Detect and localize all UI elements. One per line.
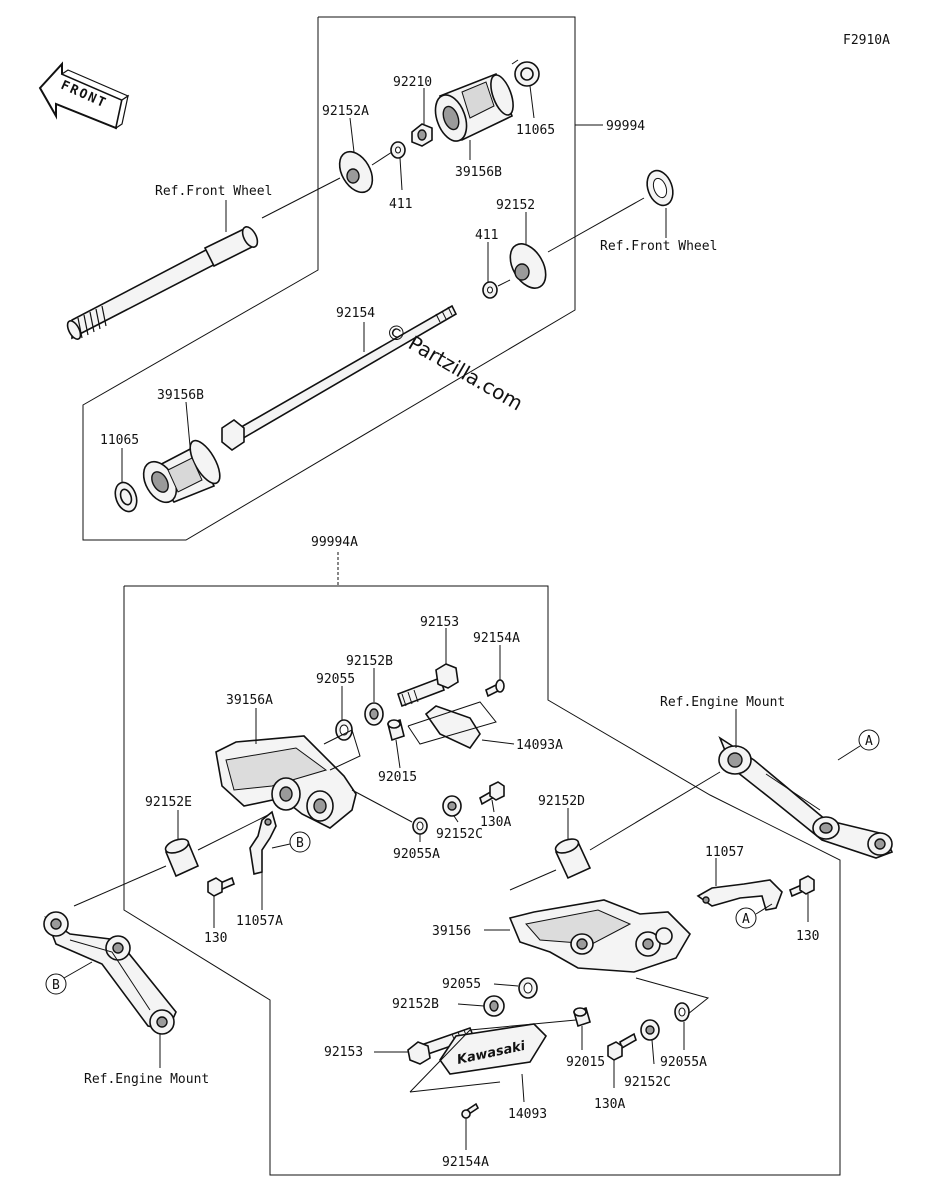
spacer-92015-low: [573, 1006, 591, 1028]
kit-99994-frame: [82, 16, 576, 541]
label-11065-low: 11065: [100, 433, 139, 448]
label-11057A: 11057A: [236, 914, 283, 929]
collar-92152A: [338, 150, 374, 194]
cap-11065-low: [114, 481, 138, 513]
label-130-left: 130: [204, 931, 227, 946]
watermark: © Partzilla.com: [382, 318, 528, 416]
bolt-130A-top: [479, 781, 505, 806]
slider-39156B-top: [434, 72, 514, 142]
label-ref-front-wheel-left: Ref.Front Wheel: [155, 184, 272, 199]
label-ref-engine-mount-left: Ref.Engine Mount: [84, 1072, 209, 1087]
label-92153-low: 92153: [324, 1045, 363, 1060]
bracket-11057A: [249, 810, 277, 875]
label-92015-low: 92015: [566, 1055, 605, 1070]
bolt-92154: [221, 304, 458, 451]
callout-B-mid: [289, 831, 311, 853]
slider-39156B-low: [142, 439, 221, 504]
label-39156B-top: 39156B: [455, 165, 502, 180]
label-39156A: 39156A: [226, 693, 273, 708]
label-11065-top: 11065: [516, 123, 555, 138]
bolt-92153-top: [396, 663, 459, 708]
label-92210: 92210: [393, 75, 432, 90]
front-wheel-bearing: [646, 169, 674, 207]
label-99994: 99994: [606, 119, 645, 134]
label-39156B-low: 39156B: [157, 388, 204, 403]
front-axle: [66, 226, 259, 340]
front-arrow-icon: FRONT: [38, 61, 130, 130]
label-92055A-top: 92055A: [393, 847, 440, 862]
collar-92152C-low: [640, 1019, 660, 1041]
kit-99994A-frame: [123, 585, 841, 1176]
label-39156: 39156: [432, 924, 471, 939]
label-92154A-top: 92154A: [473, 631, 520, 646]
callout-B-left-label: B: [52, 978, 60, 993]
label-130-right: 130: [796, 929, 819, 944]
label-92152B-top: 92152B: [346, 654, 393, 669]
label-130A-low: 130A: [594, 1097, 625, 1112]
collar-92152B-top: [364, 702, 384, 726]
spacer-92015-top: [387, 718, 405, 742]
collar-92152C-top: [442, 795, 462, 817]
callout-B-mid-label: B: [296, 836, 304, 851]
label-92015-top: 92015: [378, 770, 417, 785]
label-92152A: 92152A: [322, 104, 369, 119]
label-14093: 14093: [508, 1107, 547, 1122]
callout-A-right: [858, 729, 880, 751]
plate-14093A: [424, 705, 481, 750]
screw-92154A-low: [461, 1102, 480, 1119]
bolt-130-left: [207, 876, 235, 897]
label-92154A-low: 92154A: [442, 1155, 489, 1170]
callout-B-left: [45, 973, 67, 995]
label-92152E: 92152E: [145, 795, 192, 810]
label-411-a: 411: [389, 197, 412, 212]
label-92055-low: 92055: [442, 977, 481, 992]
engine-mount-right: [718, 735, 894, 859]
label-92055-top: 92055: [316, 672, 355, 687]
engine-mount-left: [43, 911, 177, 1035]
callout-A-right-label: A: [865, 734, 873, 749]
label-92154: 92154: [336, 306, 375, 321]
bracket-11057: [696, 879, 783, 911]
callout-A-low-label: A: [742, 912, 750, 927]
figure-code: F2910A: [843, 33, 890, 48]
spacer-92152D: [554, 838, 592, 880]
cap-11065-top: [511, 59, 540, 87]
label-14093A: 14093A: [516, 738, 563, 753]
label-92152: 92152: [496, 198, 535, 213]
label-92153-top: 92153: [420, 615, 459, 630]
collar-92152: [509, 243, 547, 289]
slider-39156: [508, 899, 692, 973]
bolt-130-right: [789, 875, 815, 898]
slider-39156A: [215, 735, 357, 829]
label-130A-top: 130A: [480, 815, 511, 830]
spacer-92152E: [164, 838, 200, 878]
label-92152B-low: 92152B: [392, 997, 439, 1012]
plate-14093: Kawasaki: [439, 1023, 548, 1075]
label-11057: 11057: [705, 845, 744, 860]
label-92152D: 92152D: [538, 794, 585, 809]
screw-92154A-top: [485, 679, 505, 698]
collar-92152B-low: [483, 995, 505, 1017]
bolt-130A-low: [607, 1032, 637, 1061]
label-92055A-low: 92055A: [660, 1055, 707, 1070]
callout-A-low: [735, 907, 757, 929]
label-411-b: 411: [475, 228, 498, 243]
label-ref-front-wheel-right: Ref.Front Wheel: [600, 239, 717, 254]
label-92152C-top: 92152C: [436, 827, 483, 842]
label-99994A: 99994A: [311, 535, 358, 550]
label-92152C-low: 92152C: [624, 1075, 671, 1090]
label-ref-engine-mount-right: Ref.Engine Mount: [660, 695, 785, 710]
